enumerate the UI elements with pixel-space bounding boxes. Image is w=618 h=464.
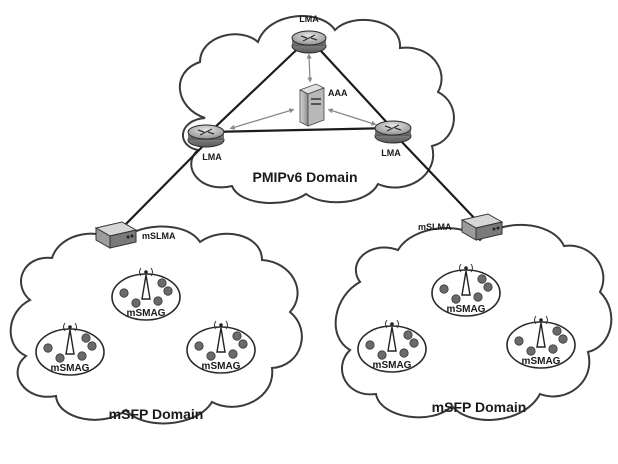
- lma-top-label: LMA: [299, 14, 319, 24]
- mobile-node-icon: [473, 292, 483, 302]
- mobile-node-icon: [157, 278, 167, 288]
- msfp-domain-left-label: mSFP Domain: [109, 406, 204, 422]
- mobile-node-icon: [228, 349, 238, 359]
- mobile-node-icon: [514, 336, 524, 346]
- mobile-node-icon: [77, 351, 87, 361]
- mobile-node-icon: [451, 294, 461, 304]
- msmag-cell: mSMAG: [35, 322, 105, 376]
- lma-right-label: LMA: [381, 148, 401, 158]
- mobile-node-icon: [483, 282, 493, 292]
- msmag-cell: mSMAG: [111, 267, 181, 321]
- mobile-node-icon: [552, 326, 562, 336]
- msmag-label: mSMAG: [51, 363, 90, 374]
- aaa-label: AAA: [328, 88, 348, 98]
- mobile-node-icon: [81, 333, 91, 343]
- mslma-gateway-icon: [460, 213, 504, 241]
- msmag-cell: mSMAG: [357, 319, 427, 373]
- mobile-node-icon: [548, 344, 558, 354]
- mobile-node-icon: [232, 331, 242, 341]
- msmag-cell: mSMAG: [506, 315, 576, 369]
- msmag-label: mSMAG: [202, 361, 241, 372]
- msfp-domain-right-cloud: [334, 223, 613, 421]
- antenna-icon: [459, 263, 473, 296]
- mobile-node-icon: [365, 340, 375, 350]
- msmag-cell: mSMAG: [186, 320, 256, 374]
- mobile-node-icon: [43, 343, 53, 353]
- pmipv6-domain-label: PMIPv6 Domain: [252, 169, 357, 185]
- mobile-node-icon: [131, 298, 141, 308]
- mobile-node-icon: [403, 330, 413, 340]
- router-icon: [187, 124, 225, 148]
- mobile-node-icon: [526, 346, 536, 356]
- antenna-icon: [534, 315, 548, 348]
- mobile-node-icon: [399, 348, 409, 358]
- antenna-icon: [214, 320, 228, 353]
- mobile-node-icon: [194, 341, 204, 351]
- mobile-node-icon: [119, 288, 129, 298]
- mobile-node-icon: [55, 353, 65, 363]
- aaa-arrows: [229, 53, 377, 130]
- msmag-label: mSMAG: [373, 360, 412, 371]
- mobile-node-icon: [163, 286, 173, 296]
- mobile-node-icon: [377, 350, 387, 360]
- mobile-node-icon: [558, 334, 568, 344]
- mobile-node-icon: [439, 284, 449, 294]
- mobile-node-icon: [477, 274, 487, 284]
- antenna-icon: [385, 319, 399, 352]
- mobile-node-icon: [409, 338, 419, 348]
- msfp-domain-right-label: mSFP Domain: [432, 399, 527, 415]
- msmag-label: mSMAG: [447, 304, 486, 315]
- mslma-right-label: mSLMA: [418, 222, 452, 232]
- router-icon: [291, 30, 327, 54]
- mslma-left-label: mSLMA: [142, 231, 176, 241]
- antenna-icon: [63, 322, 77, 355]
- mobile-node-icon: [238, 339, 248, 349]
- aaa-server-icon: [299, 83, 325, 127]
- lma-left-label: LMA: [202, 152, 222, 162]
- mobile-node-icon: [153, 296, 163, 306]
- mslma-gateway-icon: [94, 221, 138, 249]
- antenna-icon: [139, 267, 153, 300]
- mobile-node-icon: [206, 351, 216, 361]
- msfp-domain-left-cloud: [9, 225, 303, 425]
- router-icon: [374, 120, 412, 144]
- backbone-links: [117, 37, 479, 233]
- msmag-label: mSMAG: [127, 308, 166, 319]
- msmag-cell: mSMAG: [431, 263, 501, 317]
- mobile-node-icon: [87, 341, 97, 351]
- msmag-label: mSMAG: [522, 356, 561, 367]
